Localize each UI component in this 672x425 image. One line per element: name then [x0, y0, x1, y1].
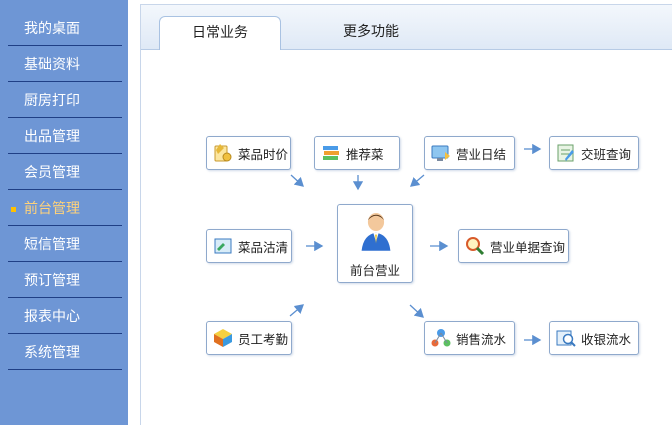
sidebar-item-members[interactable]: 会员管理: [8, 156, 122, 190]
dish-soldout-button[interactable]: 菜品沽清: [206, 229, 292, 263]
sidebar-item-serving[interactable]: 出品管理: [8, 120, 122, 154]
sidebar-item-reports[interactable]: 报表中心: [8, 300, 122, 334]
magnifier-icon: [466, 237, 485, 256]
user-person-icon: [361, 213, 391, 251]
sidebar-item-label: 厨房打印: [24, 93, 80, 109]
sidebar-item-label: 前台管理: [24, 201, 80, 217]
sidebar-item-label: 预订管理: [24, 273, 80, 289]
shift-query-label: 交班查询: [581, 146, 632, 162]
recommend-dish-label: 推荐菜: [346, 146, 384, 162]
stacked-books-icon: [323, 146, 339, 160]
tab-more-functions[interactable]: 更多功能: [311, 16, 431, 49]
sales-flow-label: 销售流水: [456, 331, 507, 347]
dish-price-label: 菜品时价: [238, 146, 289, 162]
monitor-icon: [431, 145, 450, 161]
dish-price-button[interactable]: 菜品时价: [206, 136, 291, 170]
clipboard-icon: [214, 238, 232, 254]
sidebar-item-label: 基础资料: [24, 57, 80, 73]
cash-flow-label: 收银流水: [581, 331, 632, 347]
shift-query-button[interactable]: 交班查询: [549, 136, 639, 170]
sidebar-item-kitchen-print[interactable]: 厨房打印: [8, 84, 122, 118]
price-tag-icon: [214, 144, 232, 162]
cube-icon: [214, 329, 232, 347]
daily-close-label: 营业日结: [456, 146, 507, 162]
attendance-label: 员工考勤: [238, 331, 289, 347]
sidebar-item-label: 出品管理: [24, 129, 80, 145]
search-document-icon: [556, 330, 576, 347]
bill-query-label: 营业单据查询: [490, 239, 566, 255]
sidebar: 我的桌面 基础资料 厨房打印 出品管理 会员管理 前台管理 短信管理 预订管理 …: [0, 0, 128, 425]
tab-daily-business[interactable]: 日常业务: [159, 16, 281, 50]
sidebar-item-front-desk[interactable]: 前台管理: [8, 192, 122, 226]
sidebar-item-label: 会员管理: [24, 165, 80, 181]
arrow-attendance-to-center: [289, 304, 304, 317]
recommend-dish-button[interactable]: 推荐菜: [314, 136, 400, 170]
sidebar-item-sms[interactable]: 短信管理: [8, 228, 122, 262]
arrow-dailyclose-to-center: [410, 174, 425, 187]
sidebar-item-basic-data[interactable]: 基础资料: [8, 48, 122, 82]
active-bullet-icon: [11, 207, 16, 212]
sidebar-item-desktop[interactable]: 我的桌面: [8, 12, 122, 46]
sidebar-item-booking[interactable]: 预订管理: [8, 264, 122, 298]
tab-label: 更多功能: [343, 24, 399, 40]
document-check-icon: [557, 144, 574, 162]
daily-close-button[interactable]: 营业日结: [424, 136, 515, 170]
sidebar-item-system[interactable]: 系统管理: [8, 336, 122, 370]
front-desk-button[interactable]: 前台营业: [337, 204, 413, 283]
dish-soldout-label: 菜品沽清: [238, 239, 289, 255]
arrow-center-to-sales: [409, 304, 424, 318]
sidebar-item-label: 短信管理: [24, 237, 80, 253]
cash-flow-button[interactable]: 收银流水: [549, 321, 639, 355]
bill-query-button[interactable]: 营业单据查询: [458, 229, 569, 263]
front-desk-label: 前台营业: [349, 263, 400, 278]
network-icon: [431, 329, 451, 347]
sidebar-item-label: 报表中心: [24, 309, 80, 325]
sidebar-item-label: 我的桌面: [24, 21, 80, 37]
attendance-button[interactable]: 员工考勤: [206, 321, 292, 355]
arrow-dishprice-to-center: [290, 174, 304, 187]
sales-flow-button[interactable]: 销售流水: [424, 321, 515, 355]
tab-bar: 日常业务 更多功能: [141, 5, 672, 50]
sidebar-item-label: 系统管理: [24, 345, 80, 361]
tab-label: 日常业务: [192, 25, 248, 41]
